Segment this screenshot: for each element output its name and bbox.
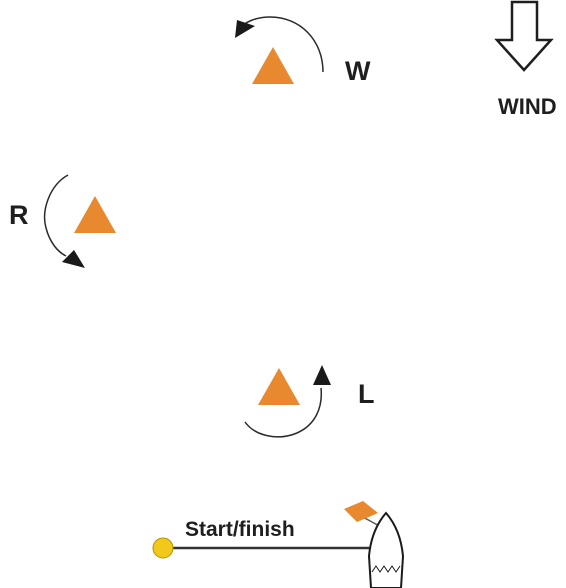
pin-buoy-icon [152,537,174,559]
start-finish-label: Start/finish [185,518,295,541]
wind-indicator: WIND [494,0,557,119]
leeward-rounding-arc [244,387,323,438]
leeward-arrowhead [313,365,331,385]
wind-label: WIND [498,94,557,119]
start-finish-line: Start/finish [152,501,405,588]
boat-stern-detail [371,565,401,573]
wind-arrow-icon [494,0,554,72]
committee-boat [344,501,405,588]
reach-rounding-arc [43,174,69,257]
windward-arrowhead [235,20,255,38]
flag-icon [344,501,378,522]
reach-mark: R [9,174,116,268]
leeward-buoy-icon [258,368,300,405]
windward-rounding-arc [240,16,324,73]
windward-buoy-icon [252,47,294,84]
leeward-mark: L [244,365,375,438]
windward-label: W [345,56,371,86]
reach-buoy-icon [74,196,116,233]
reach-arrowhead [62,250,85,268]
reach-label: R [9,200,29,230]
boat-icon [367,511,405,588]
leeward-label: L [358,379,375,409]
windward-mark: W [235,16,371,86]
